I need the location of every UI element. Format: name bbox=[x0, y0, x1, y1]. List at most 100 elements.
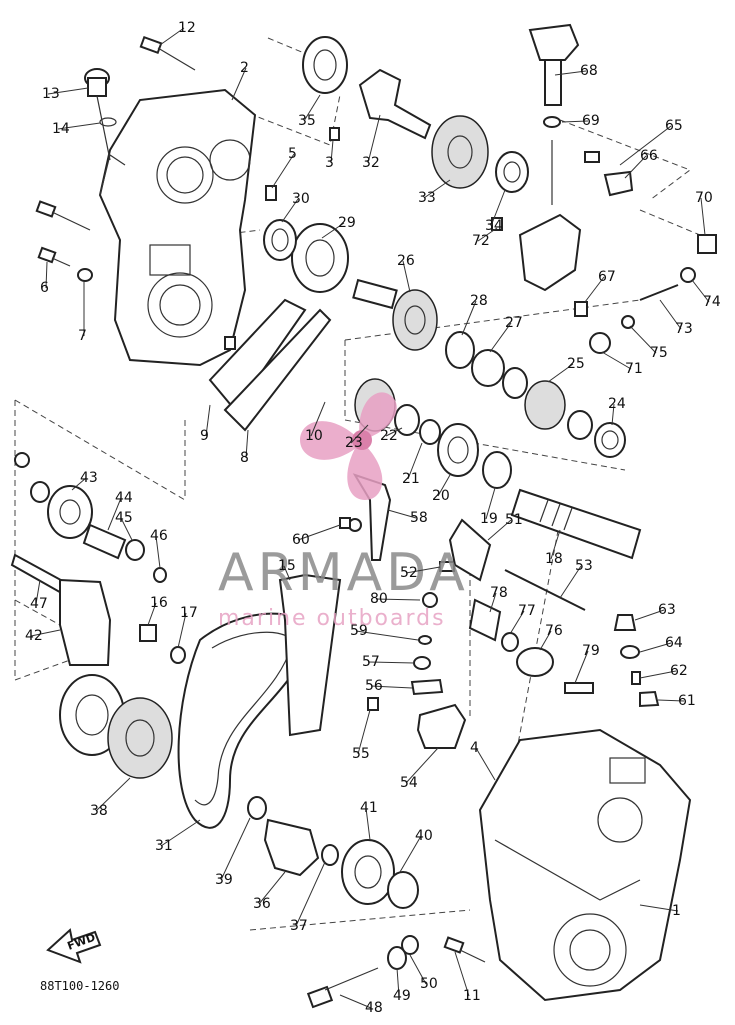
callout-leader-18 bbox=[550, 529, 561, 560]
callout-74: 74 bbox=[703, 294, 721, 310]
callout-leader-11 bbox=[454, 951, 470, 997]
callout-70: 70 bbox=[695, 190, 713, 206]
callout-leader-71 bbox=[601, 351, 632, 370]
callout-18: 18 bbox=[545, 551, 563, 567]
callout-leader-66 bbox=[624, 155, 647, 179]
callout-leader-41 bbox=[365, 807, 371, 841]
callout-16: 16 bbox=[150, 595, 168, 611]
callout-leader-8 bbox=[245, 429, 249, 459]
callout-17: 17 bbox=[180, 605, 198, 621]
dog-clutch bbox=[524, 380, 626, 458]
callout-leader-62 bbox=[639, 670, 677, 679]
bolts-lower bbox=[306, 935, 486, 1009]
callout-71: 71 bbox=[625, 361, 643, 377]
callout-leader-33 bbox=[423, 179, 451, 199]
callout-13: 13 bbox=[42, 86, 60, 102]
tensioner-assembly bbox=[339, 473, 467, 749]
callout-leader-22 bbox=[385, 427, 403, 437]
callout-34: 34 bbox=[485, 218, 503, 234]
left-parts-group bbox=[10, 452, 186, 779]
callout-leader-20 bbox=[437, 474, 451, 497]
callout-28: 28 bbox=[470, 293, 488, 309]
callout-leader-31 bbox=[160, 819, 201, 847]
callout-40: 40 bbox=[415, 828, 433, 844]
callout-79: 79 bbox=[582, 643, 600, 659]
forward-direction-arrow: FWD bbox=[46, 928, 102, 964]
callout-60: 60 bbox=[292, 532, 310, 548]
armada-watermark: ARMADA marine outboards bbox=[218, 392, 465, 631]
callout-3: 3 bbox=[325, 155, 334, 171]
callout-55: 55 bbox=[352, 746, 370, 762]
callout-leader-70 bbox=[700, 197, 706, 236]
callout-leader-32 bbox=[367, 114, 381, 164]
callout-50: 50 bbox=[420, 976, 438, 992]
callout-72: 72 bbox=[472, 233, 490, 249]
callout-leader-2 bbox=[231, 67, 247, 101]
callout-leader-42 bbox=[30, 629, 61, 637]
callout-leader-21 bbox=[407, 442, 423, 480]
callout-67: 67 bbox=[598, 269, 616, 285]
callout-leader-26 bbox=[402, 260, 411, 293]
callout-39: 39 bbox=[215, 872, 233, 888]
callout-leader-80 bbox=[375, 598, 421, 601]
callout-80: 80 bbox=[370, 591, 388, 607]
callout-56: 56 bbox=[365, 678, 383, 694]
callout-35: 35 bbox=[298, 113, 316, 129]
callout-leader-63 bbox=[634, 609, 665, 621]
callout-38: 38 bbox=[90, 803, 108, 819]
callout-leader-14 bbox=[57, 122, 101, 130]
callout-65: 65 bbox=[665, 118, 683, 134]
callout-2: 2 bbox=[240, 60, 249, 76]
callout-20: 20 bbox=[432, 488, 450, 504]
assembly-guides bbox=[14, 37, 701, 931]
callout-5: 5 bbox=[288, 146, 297, 162]
callout-leader-30 bbox=[281, 198, 299, 223]
callout-53: 53 bbox=[575, 558, 593, 574]
callout-leader-16 bbox=[147, 602, 157, 626]
callout-68: 68 bbox=[580, 63, 598, 79]
callout-leader-67 bbox=[584, 276, 605, 303]
shift-lever-assembly bbox=[518, 23, 634, 317]
callout-76: 76 bbox=[545, 623, 563, 639]
callout-leader-57 bbox=[367, 661, 415, 664]
callout-leader-6 bbox=[45, 261, 48, 289]
callout-66: 66 bbox=[640, 148, 658, 164]
callout-leader-44 bbox=[107, 497, 122, 531]
callout-leader-50 bbox=[409, 954, 427, 985]
lower-sprocket bbox=[247, 796, 419, 909]
callout-77: 77 bbox=[518, 603, 536, 619]
callout-11: 11 bbox=[463, 988, 481, 1004]
callout-leader-39 bbox=[220, 817, 251, 881]
callout-49: 49 bbox=[393, 988, 411, 1004]
callout-43: 43 bbox=[80, 470, 98, 486]
callout-54: 54 bbox=[400, 775, 418, 791]
callout-57: 57 bbox=[362, 654, 380, 670]
callout-44: 44 bbox=[115, 490, 133, 506]
propeller-logo bbox=[300, 392, 397, 500]
callout-leader-47 bbox=[35, 579, 41, 605]
callout-leader-60 bbox=[297, 524, 341, 541]
callout-69: 69 bbox=[582, 113, 600, 129]
diagram-code: 88T100-1260 bbox=[40, 979, 119, 993]
callout-leader-49 bbox=[396, 967, 400, 997]
callout-62: 62 bbox=[670, 663, 688, 679]
callout-14: 14 bbox=[52, 121, 70, 137]
callout-33: 33 bbox=[418, 190, 436, 206]
callout-48: 48 bbox=[365, 1000, 383, 1016]
callout-8: 8 bbox=[240, 450, 249, 466]
callout-25: 25 bbox=[567, 356, 585, 372]
callout-58: 58 bbox=[410, 510, 428, 526]
callout-4: 4 bbox=[470, 740, 479, 756]
callout-63: 63 bbox=[658, 602, 676, 618]
callout-37: 37 bbox=[290, 918, 308, 934]
gasket-covers bbox=[208, 298, 332, 432]
output-shaft bbox=[510, 488, 642, 560]
callout-leader-68 bbox=[554, 70, 587, 76]
callout-10: 10 bbox=[305, 428, 323, 444]
callout-leader-45 bbox=[120, 517, 133, 541]
callout-73: 73 bbox=[675, 321, 693, 337]
callout-59: 59 bbox=[350, 623, 368, 639]
callout-leader-5 bbox=[271, 153, 295, 189]
